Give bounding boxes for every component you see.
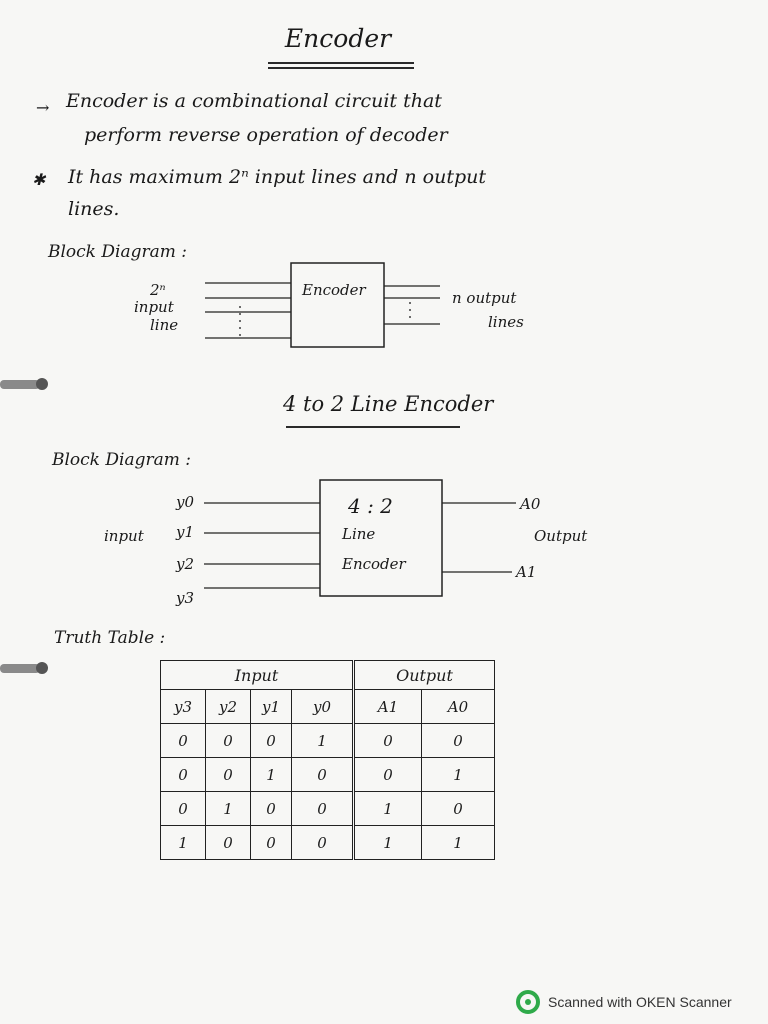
spiral-ring-icon bbox=[0, 378, 48, 390]
table-group-header-row: Input Output bbox=[160, 660, 495, 690]
table-cell: 1 bbox=[421, 757, 495, 792]
encoder-box-ratio: 4 : 2 bbox=[348, 494, 393, 518]
bullet-line: Encoder is a combinational circuit that bbox=[66, 90, 442, 112]
input-label-line: line bbox=[150, 316, 179, 334]
table-cell: 0 bbox=[291, 757, 355, 792]
table-cell: 0 bbox=[353, 723, 422, 758]
table-cell: 0 bbox=[160, 757, 206, 792]
truth-table-heading: Truth Table : bbox=[54, 628, 166, 648]
output-label-line: lines bbox=[488, 313, 524, 331]
table-cell: 1 bbox=[250, 757, 292, 792]
table-cell: 0 bbox=[250, 825, 292, 860]
table-cell: 1 bbox=[421, 825, 495, 860]
block-diagram-heading: Block Diagram : bbox=[52, 450, 191, 470]
four-to-two-encoder-diagram bbox=[204, 479, 516, 597]
encoder-block-diagram bbox=[205, 262, 440, 348]
output-label-line: n output bbox=[452, 289, 517, 307]
page-title: Encoder bbox=[284, 24, 392, 53]
table-cell: 0 bbox=[421, 723, 495, 758]
table-row: 0 0 1 0 0 1 bbox=[160, 757, 495, 792]
bullet-line: perform reverse operation of decoder bbox=[84, 124, 448, 146]
table-cell: 0 bbox=[250, 723, 292, 758]
input-label-line: input bbox=[134, 298, 174, 316]
truth-table: Input Output y3 y2 y1 y0 A1 A0 0 0 0 1 0… bbox=[160, 660, 495, 860]
bullet-line: It has maximum 2ⁿ input lines and n outp… bbox=[68, 166, 487, 188]
output-a1-label: A1 bbox=[516, 563, 537, 581]
input-group-header: Input bbox=[160, 660, 355, 690]
encoder-box-line: Line bbox=[342, 525, 376, 543]
title-underline bbox=[268, 62, 414, 64]
title-underline bbox=[268, 67, 414, 69]
column-header: A0 bbox=[421, 689, 495, 724]
input-y3-label: y3 bbox=[176, 589, 195, 607]
table-row: 1 0 0 0 1 1 bbox=[160, 825, 495, 860]
table-cell: 1 bbox=[353, 791, 422, 826]
table-row: 0 0 0 1 0 0 bbox=[160, 723, 495, 758]
table-cell: 0 bbox=[353, 757, 422, 792]
bullet-line: lines. bbox=[68, 198, 120, 220]
scanner-watermark-text: Scanned with OKEN Scanner bbox=[548, 994, 732, 1010]
encoder-box-label: Encoder bbox=[302, 281, 366, 299]
table-cell: 0 bbox=[205, 757, 251, 792]
output-side-label: Output bbox=[534, 527, 588, 545]
table-cell: 0 bbox=[160, 791, 206, 826]
input-y0-label: y0 bbox=[176, 493, 195, 511]
table-row: 0 1 0 0 1 0 bbox=[160, 791, 495, 826]
bullet-marker: → bbox=[36, 98, 50, 117]
input-side-label: input bbox=[104, 527, 144, 545]
encoder-box-line: Encoder bbox=[342, 555, 406, 573]
scanner-watermark: Scanned with OKEN Scanner bbox=[516, 990, 732, 1014]
column-header: y2 bbox=[205, 689, 251, 724]
output-group-header: Output bbox=[353, 660, 495, 690]
section-heading-underline bbox=[286, 426, 460, 428]
table-column-header-row: y3 y2 y1 y0 A1 A0 bbox=[160, 689, 495, 724]
block-diagram-heading: Block Diagram : bbox=[48, 242, 187, 262]
table-cell: 0 bbox=[291, 791, 355, 826]
table-cell: 0 bbox=[421, 791, 495, 826]
column-header: y3 bbox=[160, 689, 206, 724]
input-y1-label: y1 bbox=[176, 523, 195, 541]
table-cell: 1 bbox=[353, 825, 422, 860]
input-y2-label: y2 bbox=[176, 555, 195, 573]
table-cell: 0 bbox=[250, 791, 292, 826]
table-cell: 1 bbox=[160, 825, 206, 860]
column-header: A1 bbox=[353, 689, 422, 724]
output-a0-label: A0 bbox=[520, 495, 541, 513]
table-cell: 0 bbox=[205, 723, 251, 758]
scanner-logo-icon bbox=[516, 990, 540, 1014]
table-cell: 0 bbox=[205, 825, 251, 860]
table-cell: 0 bbox=[160, 723, 206, 758]
spiral-ring-icon bbox=[0, 662, 48, 674]
section-heading: 4 to 2 Line Encoder bbox=[283, 392, 494, 416]
column-header: y1 bbox=[250, 689, 292, 724]
input-label-line: 2ⁿ bbox=[150, 281, 166, 299]
table-cell: 0 bbox=[291, 825, 355, 860]
bullet-marker: ✱ bbox=[32, 170, 46, 189]
table-cell: 1 bbox=[291, 723, 355, 758]
column-header: y0 bbox=[291, 689, 355, 724]
table-cell: 1 bbox=[205, 791, 251, 826]
